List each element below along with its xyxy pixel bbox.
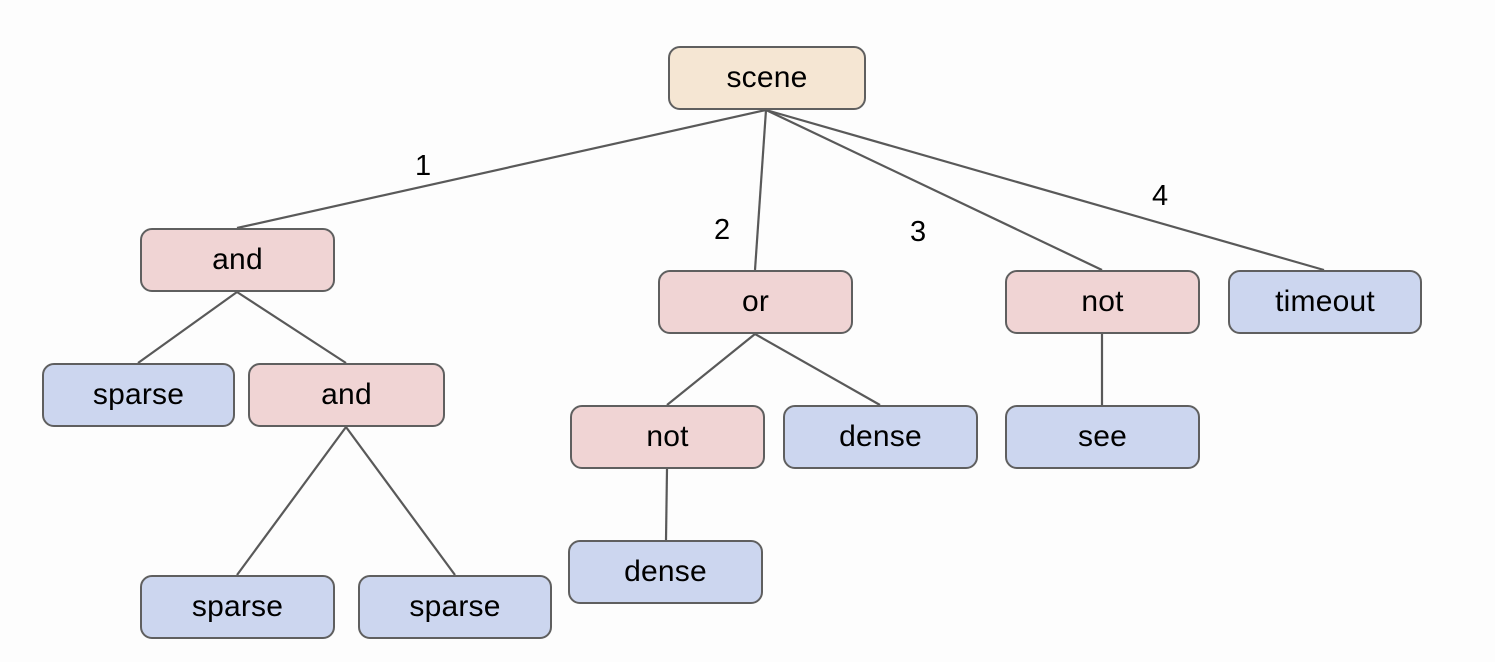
tree-node-label: dense [839,420,922,453]
tree-node-and1[interactable]: and [140,228,335,292]
edge-label-2: 2 [714,214,731,246]
tree-edge-scene-to-not1 [765,109,1103,271]
tree-edge-and1-to-and2 [236,291,347,364]
tree-node-not2[interactable]: not [570,405,765,469]
tree-node-see[interactable]: see [1005,405,1200,469]
tree-node-label: not [646,420,689,453]
tree-node-sparse2[interactable]: sparse [140,575,335,639]
tree-edge-not2-to-dense2 [664,468,669,541]
tree-edge-and1-to-sparse1 [137,291,238,364]
tree-edge-or1-to-not2 [666,333,756,406]
tree-node-scene[interactable]: scene [668,46,866,110]
edge-label-4: 4 [1152,180,1169,212]
tree-edge-scene-to-or1 [753,109,768,271]
edge-label-1: 1 [415,150,432,182]
tree-node-label: sparse [92,378,185,411]
tree-edge-or1-to-dense1 [754,333,881,406]
tree-node-label: or [741,285,770,318]
tree-node-not1[interactable]: not [1005,270,1200,334]
tree-node-label: and [321,378,372,411]
tree-node-dense1[interactable]: dense [783,405,978,469]
tree-node-label: see [1078,420,1127,453]
tree-node-dense2[interactable]: dense [568,540,763,604]
tree-node-and2[interactable]: and [248,363,445,427]
tree-node-sparse3[interactable]: sparse [358,575,552,639]
tree-edge-and2-to-sparse2 [236,426,347,576]
tree-node-label: timeout [1275,285,1375,318]
tree-node-label: not [1081,285,1124,318]
tree-node-label: scene [726,61,808,94]
tree-edge-scene-to-timeout [765,108,1325,272]
tree-node-sparse1[interactable]: sparse [42,363,235,427]
tree-node-label: sparse [191,590,284,623]
tree-node-label: and [212,243,263,276]
edge-label-3: 3 [910,216,927,248]
tree-node-or1[interactable]: or [658,270,853,334]
tree-edge-scene-to-and1 [236,108,767,230]
tree-edge-and2-to-sparse3 [345,426,456,576]
tree-node-timeout[interactable]: timeout [1228,270,1422,334]
tree-node-label: sparse [409,590,501,623]
tree-node-label: dense [624,555,707,588]
